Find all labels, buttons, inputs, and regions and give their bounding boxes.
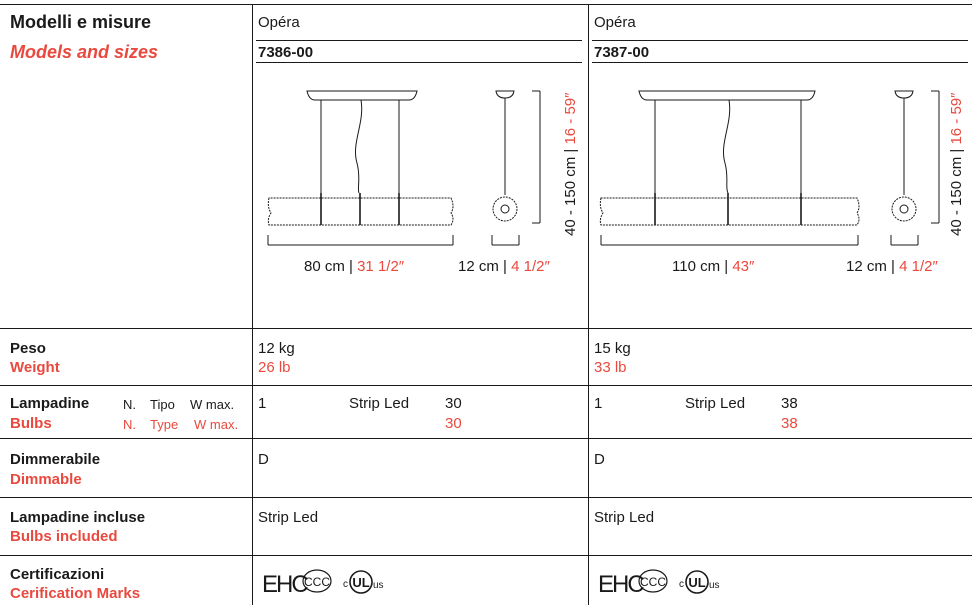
svg-text:c: c <box>679 579 684 590</box>
model-1-depth: 12 cm | 4 1/2″ <box>458 258 550 275</box>
section-title-en: Models and sizes <box>10 42 159 62</box>
eac-mark-icon: EHC <box>598 571 644 598</box>
row-label-cert-en: Cerification Marks <box>10 585 141 602</box>
bulbs-col-type-it: Tipo <box>150 397 175 412</box>
model-2-depth: 12 cm | 4 1/2″ <box>846 258 938 275</box>
model-1-name: Opéra <box>258 14 300 31</box>
model-1-bulb-w: 30 <box>445 395 462 412</box>
bulbs-col-w-en: W max. <box>194 417 239 432</box>
bulbs-col-w-it: W max. <box>190 397 235 412</box>
row-separator-weight <box>0 328 972 329</box>
model-1-bulb-type: Strip Led <box>349 395 410 412</box>
row-label-weight-it: Peso <box>10 340 46 357</box>
row-label-bulbs-it: Lampadine <box>10 395 90 412</box>
bulbs-col-n-en: N. <box>123 417 136 432</box>
model-1-code-underline <box>256 40 582 41</box>
row-separator-bulbs <box>0 385 972 386</box>
ul-mark-icon: UL <box>688 575 705 590</box>
row-label-included-it: Lampadine incluse <box>10 509 146 526</box>
row-label-included-en: Bulbs included <box>10 528 118 545</box>
row-label-dimmable-it: Dimmerabile <box>10 451 101 468</box>
model-2-code-underline <box>592 40 968 41</box>
model-2-bulb-w-en: 38 <box>781 415 798 432</box>
model-2-height: 40 - 150 cm | 16 - 59″ <box>948 92 965 236</box>
row-label-cert-it: Certificazioni <box>10 566 105 583</box>
model-2-name: Opéra <box>594 14 636 31</box>
bulbs-col-n-it: N. <box>123 397 136 412</box>
svg-text:us: us <box>709 580 720 591</box>
eac-mark-icon: EHC <box>262 571 308 598</box>
model-2-bulb-w: 38 <box>781 395 798 412</box>
model-2-code-line <box>592 62 968 63</box>
row-label-bulbs-en: Bulbs <box>10 415 52 432</box>
model-1-code: 7386-00 <box>258 44 314 61</box>
section-title-it: Modelli e misure <box>10 12 152 32</box>
column-divider-1 <box>252 4 253 605</box>
row-label-weight-en: Weight <box>10 359 60 376</box>
bulbs-col-type-en: Type <box>150 417 179 432</box>
model-1-bulb-n: 1 <box>258 395 267 412</box>
column-divider-2 <box>588 4 589 605</box>
model-2-cert-marks: EHC CCC c UL us <box>598 569 720 598</box>
model-1-bulbs-included: Strip Led <box>258 509 319 526</box>
ccc-mark-icon: CCC <box>640 575 666 589</box>
model-1-weight-lb: 26 lb <box>258 359 291 376</box>
svg-text:c: c <box>343 579 348 590</box>
model-2-bulb-n: 1 <box>594 395 603 412</box>
model-1-bulb-w-en: 30 <box>445 415 462 432</box>
model-2-weight-lb: 33 lb <box>594 359 627 376</box>
model-2-code: 7387-00 <box>594 44 650 61</box>
model-2-dimmable: D <box>594 451 605 468</box>
row-separator-cert <box>0 555 972 556</box>
model-1-code-line <box>256 62 582 63</box>
row-separator-included <box>0 497 972 498</box>
model-1-drawing <box>267 90 541 246</box>
model-1-width: 80 cm | 31 1/2″ <box>304 258 405 275</box>
ul-mark-icon: UL <box>352 575 369 590</box>
model-2-width: 110 cm | 43″ <box>672 258 755 275</box>
model-2-drawing <box>599 90 940 246</box>
row-separator-dimmable <box>0 438 972 439</box>
model-2-bulbs-included: Strip Led <box>594 509 655 526</box>
ccc-mark-icon: CCC <box>304 575 330 589</box>
top-border <box>0 4 972 5</box>
model-1-weight-kg: 12 kg <box>258 340 295 357</box>
model-1-dimmable: D <box>258 451 269 468</box>
model-1-cert-marks: EHC CCC c UL us <box>262 569 384 598</box>
row-label-dimmable-en: Dimmable <box>10 471 82 488</box>
model-2-weight-kg: 15 kg <box>594 340 631 357</box>
svg-text:us: us <box>373 580 384 591</box>
model-1-height: 40 - 150 cm | 16 - 59″ <box>562 92 579 236</box>
model-2-bulb-type: Strip Led <box>685 395 746 412</box>
